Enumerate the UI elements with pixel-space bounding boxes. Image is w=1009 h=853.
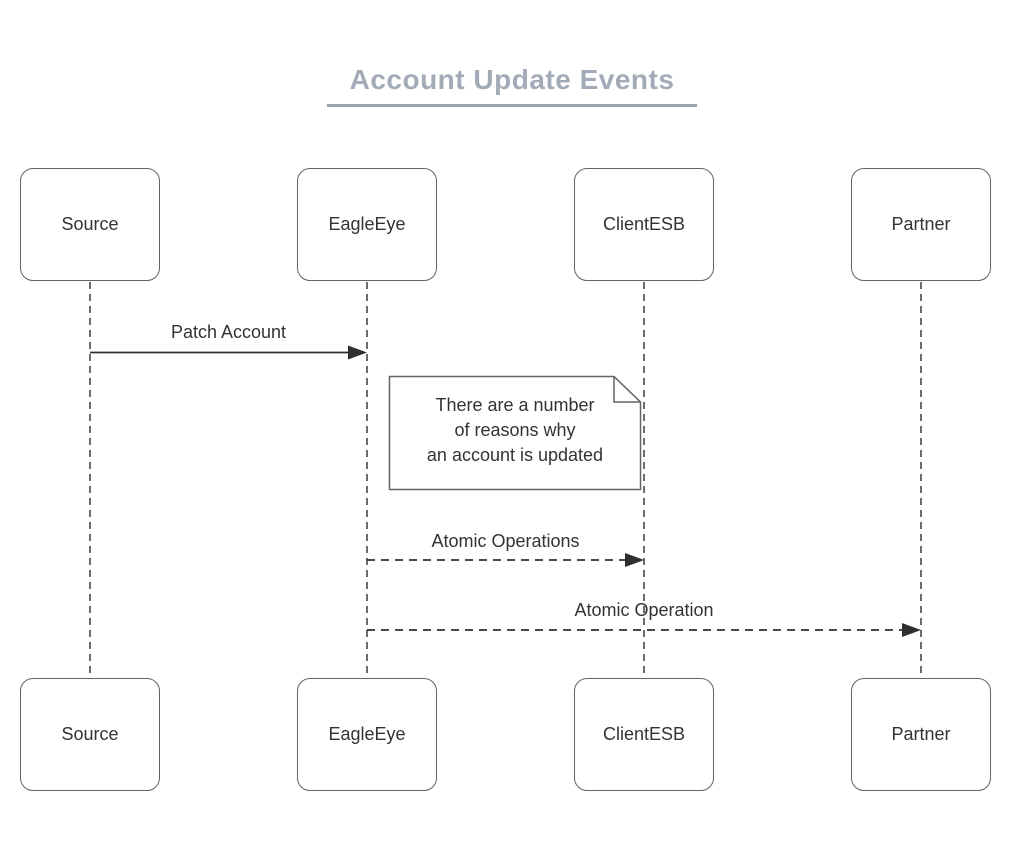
diagram-title: Account Update Events <box>327 64 697 107</box>
actor-box-partner-bottom: Partner <box>851 678 991 791</box>
note-text-line-2: of reasons why <box>454 420 576 440</box>
actor-box-eagleeye-top: EagleEye <box>297 168 437 281</box>
note-text-line-3: an account is updated <box>426 445 604 465</box>
arrowhead-atomic-operation <box>902 623 921 637</box>
note-text: There are a number of reasons why an acc… <box>389 393 641 468</box>
actor-label-clientesb-bottom: ClientESB <box>602 724 686 744</box>
actor-box-clientesb-top: ClientESB <box>574 168 714 281</box>
actor-box-eagleeye-bottom: EagleEye <box>297 678 437 791</box>
note-text-line-1: There are a number <box>435 395 595 415</box>
actor-box-clientesb-bottom: ClientESB <box>574 678 714 791</box>
actor-box-source-bottom: Source <box>20 678 160 791</box>
actor-label-source: Source <box>61 214 119 234</box>
message-label-atomic-operations: Atomic Operations <box>431 531 580 551</box>
message-label-atomic-operation: Atomic Operation <box>574 600 714 620</box>
actor-box-partner-top: Partner <box>851 168 991 281</box>
actor-label-eagleeye-bottom: EagleEye <box>328 724 406 744</box>
arrowhead-patch-account <box>348 345 367 360</box>
actor-label-partner-bottom: Partner <box>891 724 951 744</box>
message-label-patch-account: Patch Account <box>170 322 287 342</box>
note-shape <box>388 375 642 491</box>
actor-label-partner: Partner <box>891 214 951 234</box>
actor-label-eagleeye: EagleEye <box>328 214 406 234</box>
actor-label-source-bottom: Source <box>61 724 119 744</box>
note-fold <box>613 376 641 403</box>
actor-box-source-top: Source <box>20 168 160 281</box>
arrowhead-atomic-operations <box>625 553 644 567</box>
actor-label-clientesb: ClientESB <box>602 214 686 234</box>
